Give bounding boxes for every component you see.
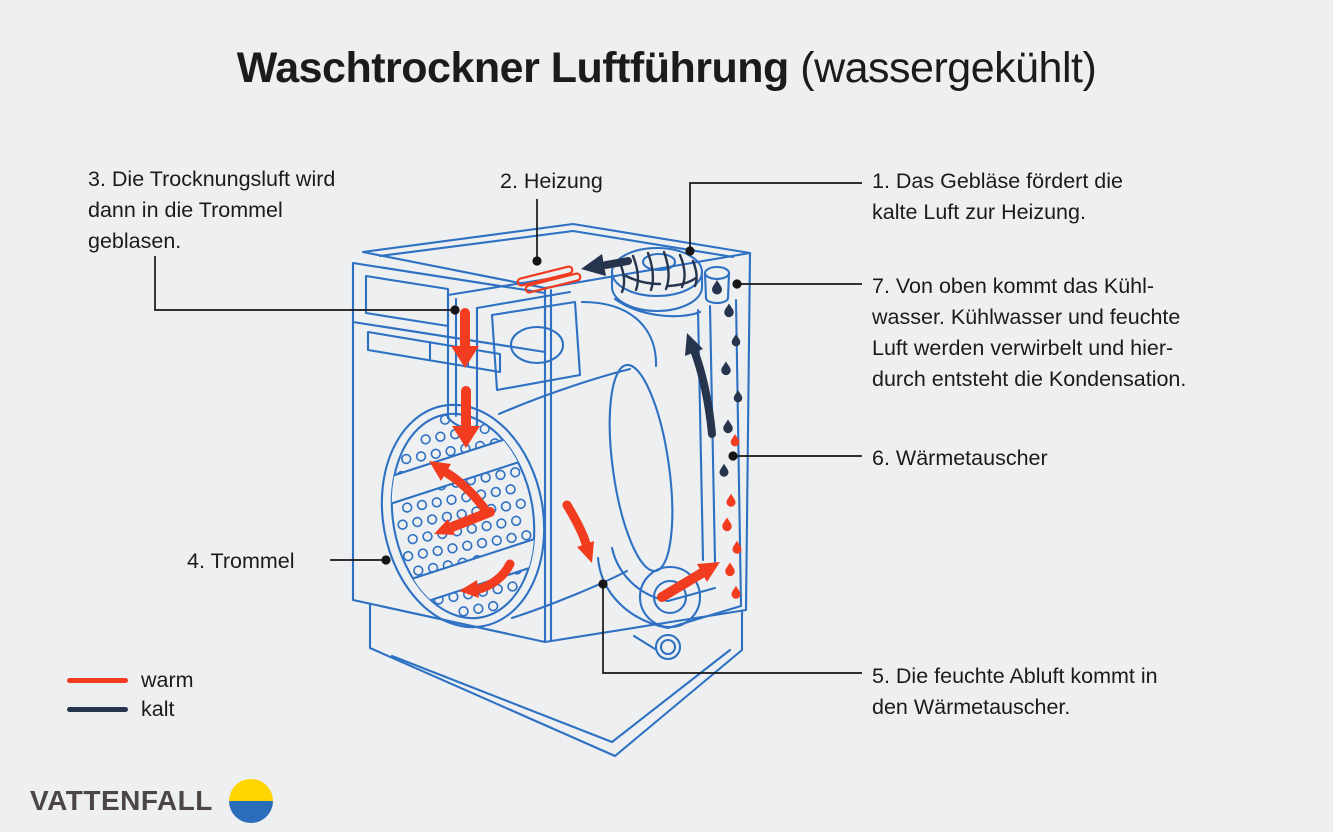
legend-item-kalt: kalt [67, 695, 194, 724]
annotation-7-kuehlwasser: 7. Von oben kommt das Kühl- wasser. Kühl… [872, 274, 1187, 391]
annotation-4-trommel: 4. Trommel [187, 549, 295, 573]
annotation-6-waermetauscher: 6. Wärmetauscher [872, 446, 1048, 470]
annotation-2-heizung: 2. Heizung [500, 169, 603, 193]
legend-warm-label: warm [141, 668, 194, 692]
annotation-3-trocknungsluft: 3. Die Trocknungsluft wird dann in die T… [88, 167, 336, 253]
vattenfall-wordmark: VATTENFALL [30, 785, 213, 816]
page-title-main: Waschtrockner Luftführung [236, 44, 790, 92]
cold-arrow-icon [581, 254, 716, 438]
connector-lines [154, 182, 862, 674]
annotation-5-abluft: 5. Die feuchte Abluft kommt in den Wärme… [872, 664, 1158, 719]
legend-item-warm: warm [67, 666, 194, 695]
vattenfall-logo: VATTENFALL [30, 779, 273, 823]
fan-icon [610, 246, 704, 318]
legend-kalt-label: kalt [141, 697, 175, 721]
page-title: Waschtrockner Luftführung (wassergekühlt… [0, 44, 1333, 93]
page-title-suffix: (wassergekühlt) [788, 44, 1097, 92]
heat-exchanger-icon [596, 298, 743, 661]
water-droplet-icon [712, 280, 722, 295]
warm-arrow-icon [429, 308, 720, 602]
warm-line-swatch [67, 678, 128, 683]
vattenfall-mark-icon [228, 779, 273, 823]
cooling-water-inlet [703, 265, 731, 305]
cold-line-swatch [67, 707, 128, 712]
heater-coil-icon [516, 265, 582, 294]
annotation-1-geblaese: 1. Das Gebläse fördert die kalte Luft zu… [872, 169, 1123, 224]
legend: warm kalt [67, 666, 194, 724]
